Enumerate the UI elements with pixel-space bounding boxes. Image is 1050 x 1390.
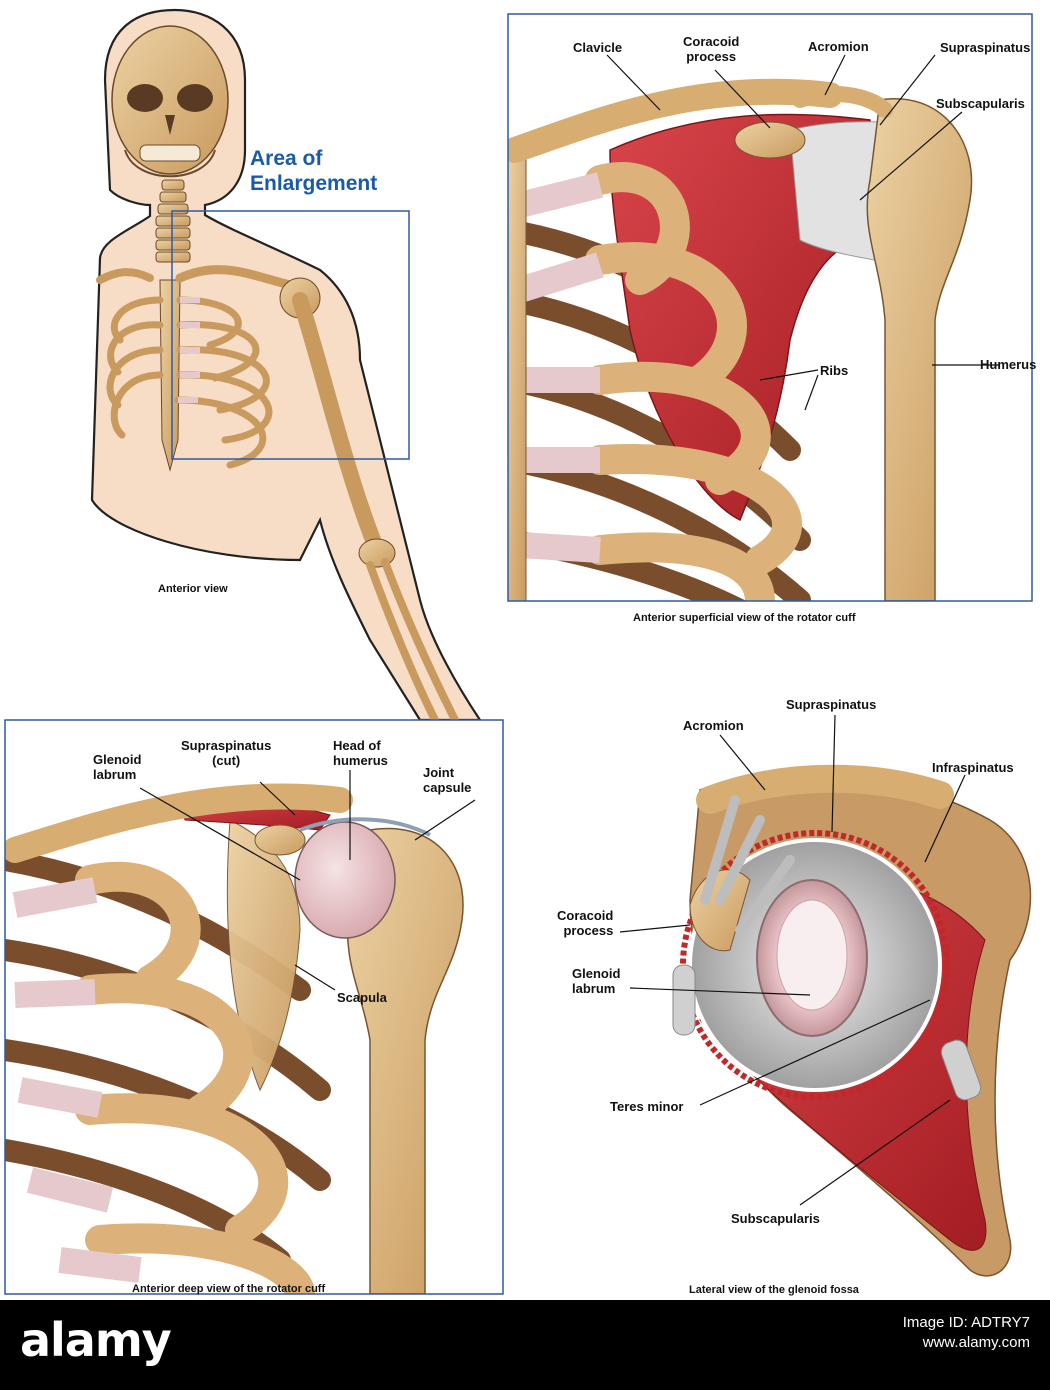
label-glenoid-labrum: Glenoid labrum: [93, 752, 142, 782]
image-id: Image ID: ADTRY7: [902, 1314, 1030, 1331]
label-scapula: Scapula: [337, 990, 387, 1005]
label-lateral-subscapularis: Subscapularis: [731, 1211, 820, 1226]
cervical-spine: [155, 179, 191, 263]
label-ribs: Ribs: [820, 363, 849, 378]
superficial-view-caption: Anterior superficial view of the rotator…: [633, 612, 856, 624]
deep-leader-lines: [139, 770, 476, 991]
lateral-leader-lines: [619, 714, 966, 1206]
anterior-ribs: [585, 162, 802, 601]
label-teres-minor: Teres minor: [610, 1099, 684, 1114]
glenoid-inner: [776, 899, 848, 1011]
jaw: [124, 149, 216, 178]
label-lateral-acromion: Acromion: [683, 718, 744, 733]
label-lateral-glenoid-labrum: Glenoid labrum: [572, 966, 621, 996]
superficial-view-panel: [508, 14, 1032, 601]
deep-coracoid: [254, 824, 306, 856]
humeral-head-articular: [294, 821, 396, 939]
label-lateral-supraspinatus: Supraspinatus: [786, 697, 877, 712]
humerus: [292, 292, 383, 553]
teeth: [139, 144, 201, 162]
deep-anterior-ribs: [75, 861, 315, 1294]
superficial-view-frame: [507, 13, 1033, 602]
deep-view-caption: Anterior deep view of the rotator cuff: [132, 1283, 326, 1295]
glenoid-view-caption: Lateral view of the glenoid fossa: [689, 1284, 859, 1296]
label-supraspinatus: Supraspinatus: [940, 40, 1031, 55]
superficial-leader-lines: [606, 54, 1000, 411]
label-subscapularis: Subscapularis: [936, 96, 1025, 111]
labrum-gauze-right: [940, 1039, 982, 1101]
footer-bar: [0, 1300, 1050, 1390]
deep-humerus: [346, 827, 464, 1294]
alamy-logo: alamy: [20, 1313, 172, 1367]
scapula: [226, 819, 301, 1092]
area-of-enlargement-label: Area of Enlargement: [250, 147, 378, 195]
eye-socket-left: [127, 84, 163, 112]
joint-capsule: [299, 817, 431, 837]
label-joint-capsule: Joint capsule: [423, 765, 472, 795]
label-coracoid-process: Coracoid process: [683, 34, 740, 64]
acromion: [792, 86, 893, 118]
coracoid-process: [734, 121, 806, 159]
label-humerus: Humerus: [980, 357, 1037, 372]
deep-view-panel: [5, 720, 503, 1294]
label-clavicle: Clavicle: [573, 40, 623, 55]
site-url: www.alamy.com: [922, 1334, 1030, 1351]
coracoacromial-ligaments: [700, 795, 795, 935]
nasal-cavity: [165, 115, 175, 135]
label-supraspinatus-cut: Supraspinatus (cut): [181, 738, 272, 768]
deep-view-frame: [4, 719, 504, 1295]
forearm-bones: [366, 558, 459, 724]
lateral-acromion: [696, 764, 954, 814]
skull: [111, 25, 229, 175]
sternum-edge: [508, 139, 527, 601]
anterior-body-figure: [90, 8, 483, 724]
elbow-joint: [358, 538, 396, 568]
label-lateral-coracoid: Coracoid process: [557, 908, 614, 938]
image-id-text: Image ID: ADTRY7 www.alamy.com: [903, 1313, 1030, 1353]
labrum-gauze-left: [672, 964, 696, 1036]
eye-socket-right: [177, 84, 213, 112]
clavicle: [175, 265, 295, 290]
enlargement-frame: [171, 210, 410, 460]
anterior-view-caption: Anterior view: [158, 583, 228, 595]
deep-costal-cartilage: [12, 877, 142, 1283]
glenoid-view: [619, 714, 1032, 1277]
illustration-canvas: [4, 8, 1033, 1295]
label-acromion: Acromion: [808, 39, 869, 54]
label-infraspinatus: Infraspinatus: [932, 760, 1014, 775]
deep-clavicle: [5, 783, 353, 863]
costal-cartilage: [516, 172, 604, 563]
humerus-bone: [866, 98, 973, 601]
label-head-of-humerus: Head of humerus: [333, 738, 388, 768]
